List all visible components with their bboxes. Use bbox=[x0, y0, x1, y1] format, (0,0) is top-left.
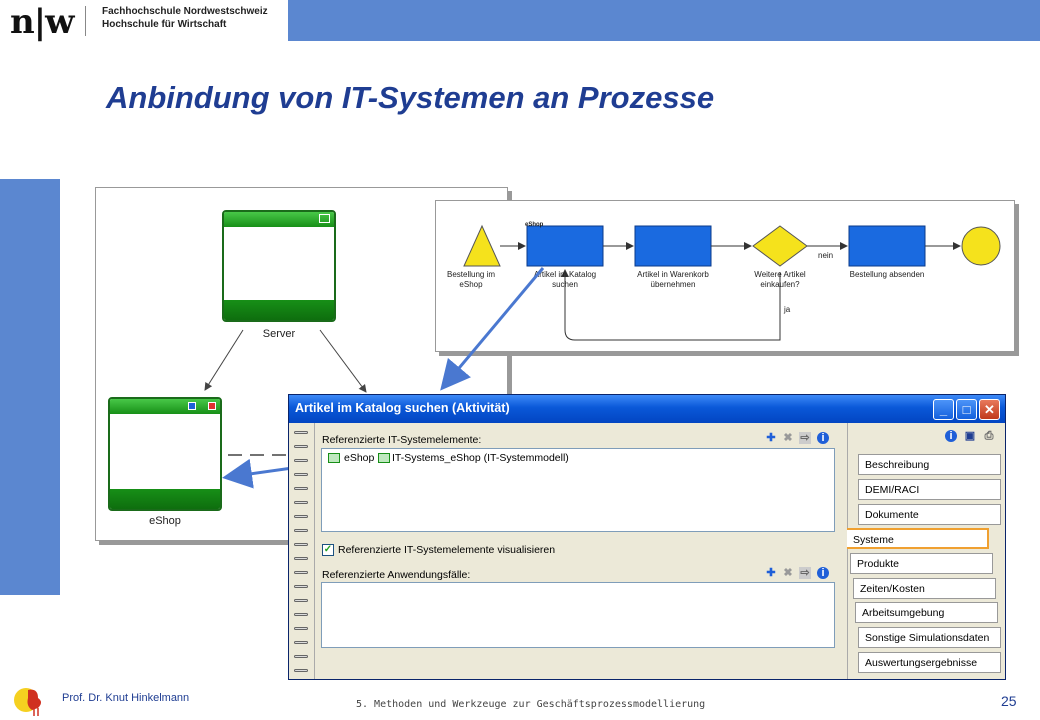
it-elements-list[interactable]: eShop IT-Systems_eShop (IT-Systemmodell) bbox=[321, 448, 835, 532]
gateway-diamond bbox=[752, 225, 808, 267]
dialog-titlebar[interactable]: Artikel im Katalog suchen (Aktivität) _ … bbox=[289, 395, 1005, 423]
minimize-button[interactable]: _ bbox=[933, 399, 954, 420]
add-icon[interactable]: ✚ bbox=[766, 432, 776, 444]
eshop-label: eShop bbox=[149, 515, 181, 527]
system-icon bbox=[328, 453, 340, 463]
visualize-checkbox[interactable]: ✓ bbox=[322, 544, 334, 556]
notebook-binding bbox=[289, 423, 315, 679]
maximize-button[interactable]: □ bbox=[956, 399, 977, 420]
rooster-logo-icon bbox=[14, 688, 41, 716]
tab-beschreibung[interactable]: Beschreibung bbox=[858, 454, 1001, 475]
lane-label: eShop bbox=[525, 222, 544, 228]
start-event-label: Bestellung im eShop bbox=[446, 270, 496, 289]
school-name-line2: Hochschule für Wirtschaft bbox=[102, 19, 227, 30]
activity-submit-label: Bestellung absenden bbox=[849, 270, 925, 279]
it-elements-label: Referenzierte IT-Systemelemente: bbox=[322, 434, 482, 446]
footer-author: Prof. Dr. Knut Hinkelmann bbox=[62, 692, 190, 704]
window-close-icon bbox=[208, 402, 216, 410]
dialog-title: Artikel im Katalog suchen (Aktivität) bbox=[295, 401, 510, 415]
list-item-name[interactable]: eShop bbox=[344, 452, 375, 464]
activity-dialog[interactable]: Artikel im Katalog suchen (Aktivität) _ … bbox=[288, 394, 1006, 680]
system-model-icon bbox=[378, 453, 390, 463]
delete-icon[interactable]: ✖ bbox=[783, 567, 793, 579]
info-icon[interactable]: i bbox=[817, 567, 829, 579]
activity-cart bbox=[634, 225, 712, 267]
slide-title: Anbindung von IT-Systemen an Prozesse bbox=[106, 80, 715, 115]
page-number: 25 bbox=[1001, 693, 1017, 709]
start-event-icon bbox=[463, 224, 501, 267]
school-logo: n|w bbox=[10, 2, 74, 42]
delete-icon[interactable]: ✖ bbox=[783, 432, 793, 444]
server-label: Server bbox=[262, 328, 296, 340]
edge-yes-label: ja bbox=[784, 305, 791, 314]
close-button[interactable]: ✕ bbox=[979, 399, 1000, 420]
tab-produkte[interactable]: Produkte bbox=[850, 553, 993, 574]
tab-auswertungsergebnisse[interactable]: Auswertungsergebnisse bbox=[858, 652, 1001, 673]
tab-arbeitsumgebung[interactable]: Arbeitsumgebung bbox=[855, 602, 998, 623]
use-cases-list[interactable] bbox=[321, 582, 835, 648]
tab-dokumente[interactable]: Dokumente bbox=[858, 504, 1001, 525]
activity-submit bbox=[848, 225, 926, 267]
tab-simulationsdaten[interactable]: Sonstige Simulationsdaten bbox=[858, 627, 1001, 648]
navigate-icon[interactable]: ⇨ bbox=[799, 432, 811, 444]
school-name-line1: Fachhochschule Nordwestschweiz bbox=[102, 6, 268, 17]
use-cases-label: Referenzierte Anwendungsfälle: bbox=[322, 569, 471, 581]
footer-course: 5. Methoden und Werkzeuge zur Geschäftsp… bbox=[356, 699, 706, 710]
navigate-icon[interactable]: ⇨ bbox=[799, 567, 811, 579]
tab-zeiten-kosten[interactable]: Zeiten/Kosten bbox=[853, 578, 996, 599]
left-accent-bar bbox=[0, 179, 60, 595]
end-event-icon bbox=[961, 226, 1001, 266]
info-icon[interactable]: i bbox=[817, 432, 829, 444]
save-icon[interactable]: ▣ bbox=[964, 430, 976, 442]
edge-no-label: nein bbox=[818, 251, 834, 260]
tab-demi-raci[interactable]: DEMI/RACI bbox=[858, 479, 1001, 500]
process-diagram bbox=[435, 200, 1015, 352]
info-icon[interactable]: i bbox=[945, 430, 957, 442]
logo-divider bbox=[85, 6, 86, 36]
window-maximize-icon bbox=[188, 402, 196, 410]
computer-icon bbox=[319, 214, 330, 223]
visualize-checkbox-label[interactable]: Referenzierte IT-Systemelemente visualis… bbox=[338, 544, 556, 556]
server-system-icon[interactable] bbox=[222, 210, 336, 322]
activity-search-label: Artikel im Katalog suchen bbox=[533, 270, 597, 289]
gateway-label: Weitere Artikel einkaufen? bbox=[754, 270, 806, 289]
activity-cart-label: Artikel in Warenkorb übernehmen bbox=[637, 270, 709, 289]
add-icon[interactable]: ✚ bbox=[766, 567, 776, 579]
list-item-ref[interactable]: IT-Systems_eShop (IT-Systemmodell) bbox=[392, 452, 569, 464]
eshop-system-icon[interactable] bbox=[108, 397, 222, 511]
process-flow-graphic bbox=[463, 224, 1001, 341]
tab-systeme[interactable]: Systeme bbox=[847, 528, 989, 549]
header-accent-bar bbox=[288, 0, 1040, 41]
print-icon[interactable]: ⎙ bbox=[984, 430, 994, 442]
